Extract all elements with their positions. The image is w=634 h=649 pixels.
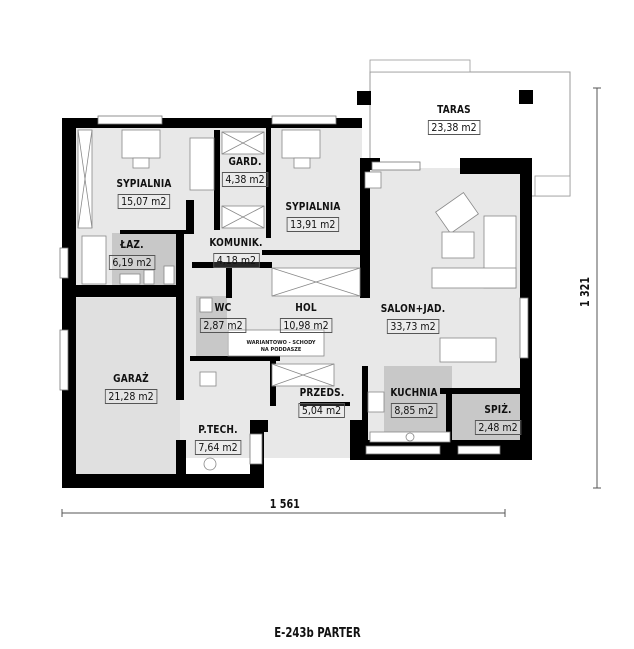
room-label-wc: WC 2,87 m2 bbox=[196, 301, 250, 333]
room-name: KOMUNIK. bbox=[209, 236, 263, 249]
stairs bbox=[227, 329, 325, 357]
room-label-hol: HOL 10,98 m2 bbox=[276, 301, 337, 333]
room-name: PRZEDS. bbox=[299, 386, 345, 399]
room-name: WC bbox=[214, 301, 232, 314]
room-name: KUCHNIA bbox=[390, 386, 438, 399]
width-dimension: 1 561 bbox=[269, 497, 300, 511]
room-area: 7,64 m2 bbox=[194, 440, 242, 455]
windows bbox=[59, 115, 529, 465]
room-area: 2,87 m2 bbox=[199, 318, 247, 333]
room-label-garaz: GARAŻ 21,28 m2 bbox=[101, 372, 162, 404]
room-label-sypialnia-1: SYPIALNIA 15,07 m2 bbox=[110, 177, 177, 209]
room-label-kuchnia: KUCHNIA 8,85 m2 bbox=[385, 386, 443, 418]
room-area: 6,19 m2 bbox=[108, 255, 156, 270]
room-label-laz: ŁAZ. 6,19 m2 bbox=[105, 238, 159, 270]
room-area: 5,04 m2 bbox=[298, 403, 346, 418]
room-label-taras: TARAS 23,38 m2 bbox=[424, 103, 485, 135]
room-name: HOL bbox=[295, 301, 317, 314]
room-area: 2,48 m2 bbox=[474, 420, 522, 435]
room-name: ŁAZ. bbox=[120, 238, 144, 251]
room-area: 8,85 m2 bbox=[390, 403, 438, 418]
stairs-note-line2: NA PODDASZE bbox=[260, 347, 302, 353]
room-area: 4,38 m2 bbox=[221, 172, 269, 187]
room-area: 13,91 m2 bbox=[286, 217, 340, 232]
room-area: 10,98 m2 bbox=[279, 318, 333, 333]
stairs-note: WARIANTOWO - SCHODY NA PODDASZE bbox=[236, 340, 326, 354]
room-name: SPIŻ. bbox=[484, 403, 512, 416]
room-label-przeds: PRZEDS. 5,04 m2 bbox=[295, 386, 350, 418]
drawing-title: E-243b PARTER bbox=[273, 626, 361, 641]
room-label-komunik: KOMUNIK. 4,18 m2 bbox=[204, 236, 269, 268]
terrace-column bbox=[519, 90, 533, 104]
room-label-spiz: SPIŻ. 2,48 m2 bbox=[471, 403, 525, 435]
room-label-sypialnia-2: SYPIALNIA 13,91 m2 bbox=[279, 200, 346, 232]
room-area: 4,18 m2 bbox=[212, 253, 260, 268]
fixtures bbox=[77, 129, 361, 387]
room-name: GARAŻ bbox=[113, 372, 149, 385]
height-dimension: 1 321 bbox=[577, 276, 592, 308]
room-area: 23,38 m2 bbox=[427, 120, 481, 135]
room-label-salon: SALON+JAD. 33,73 m2 bbox=[374, 302, 453, 334]
stairs-note-line1: WARIANTOWO - SCHODY bbox=[246, 340, 316, 346]
room-area: 33,73 m2 bbox=[386, 319, 440, 334]
room-name: SALON+JAD. bbox=[380, 302, 446, 315]
room-area: 21,28 m2 bbox=[104, 389, 158, 404]
room-label-ptech: P.TECH. 7,64 m2 bbox=[191, 423, 245, 455]
terrace-column bbox=[357, 91, 371, 105]
room-name: SYPIALNIA bbox=[116, 177, 172, 190]
room-area: 15,07 m2 bbox=[117, 194, 171, 209]
room-label-gard: GARD. 4,38 m2 bbox=[218, 155, 272, 187]
room-name: P.TECH. bbox=[198, 423, 238, 436]
furniture bbox=[81, 129, 517, 471]
room-name: SYPIALNIA bbox=[285, 200, 341, 213]
room-name: TARAS bbox=[437, 103, 471, 116]
room-name: GARD. bbox=[228, 155, 262, 168]
